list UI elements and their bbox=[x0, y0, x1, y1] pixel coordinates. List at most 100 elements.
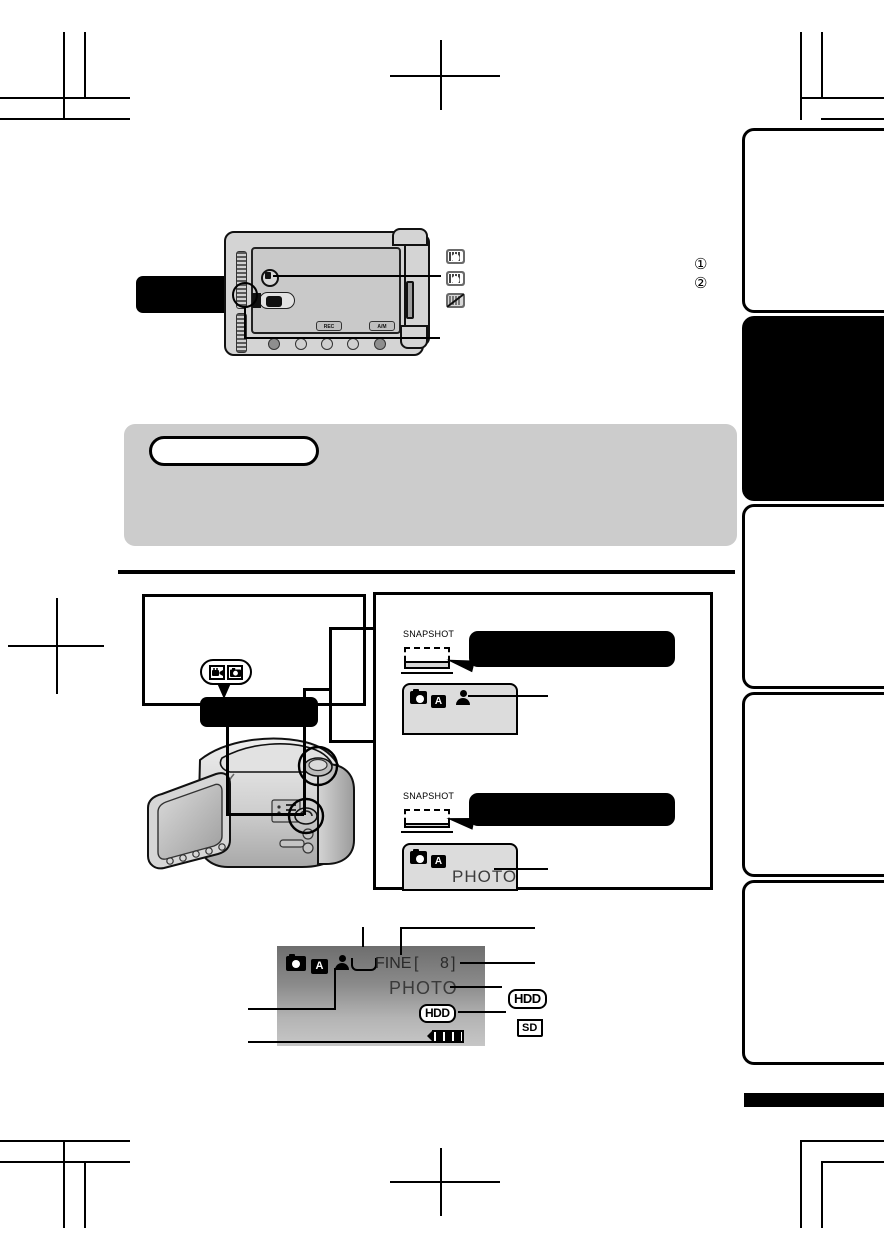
crop-mark-tr-v2 bbox=[821, 32, 823, 98]
highlight-circle-hinge bbox=[232, 282, 258, 308]
camcorder-illustration bbox=[130, 712, 380, 892]
osd-figure: A FINE [ 8 ] PHOTO HDD bbox=[0, 900, 740, 1100]
sidebar-item-tab-1[interactable] bbox=[742, 128, 884, 313]
screen-mock-2-photo-text: PHOTO bbox=[452, 867, 518, 886]
legend-sd: SD bbox=[517, 1018, 544, 1037]
leader-mode-up bbox=[303, 690, 306, 814]
crop-mark-br-v2 bbox=[821, 1163, 823, 1228]
crop-mark-tr-h1 bbox=[800, 97, 884, 99]
snapshot-label-1: SNAPSHOT bbox=[403, 629, 455, 639]
osd-blank-slot-brace bbox=[351, 958, 377, 971]
photo-mode-icon bbox=[410, 849, 427, 869]
crop-mark-bl-v1 bbox=[63, 1140, 65, 1228]
leader-line-lower-vertical bbox=[244, 306, 246, 339]
lcd-button-auto-manual[interactable]: A/M bbox=[369, 321, 395, 331]
crop-mark-tl-h1 bbox=[0, 97, 130, 99]
crop-mark-bottom-v bbox=[440, 1148, 442, 1216]
camcorder-button-3[interactable] bbox=[321, 338, 333, 350]
osd-leader-face-h bbox=[248, 1008, 336, 1010]
crop-mark-br-h2 bbox=[821, 1161, 884, 1163]
on-screen-round-button-glyph bbox=[265, 272, 271, 279]
crop-mark-tr-v1 bbox=[800, 32, 802, 120]
video-mode-icon[interactable] bbox=[209, 664, 225, 680]
speaker-grill bbox=[236, 251, 247, 309]
crop-mark-tr-h2 bbox=[821, 118, 884, 120]
stabilizer-icons-svg bbox=[446, 249, 465, 308]
leader-right-box-v1 bbox=[329, 628, 332, 690]
lcd-button-rec[interactable]: REC bbox=[316, 321, 342, 331]
osd-bracket-close: ] bbox=[451, 955, 456, 972]
photo-mode-glyph bbox=[229, 667, 241, 677]
camcorder-hinge-detail bbox=[406, 281, 414, 319]
snapshot-button-base-2 bbox=[401, 831, 453, 833]
face-detect-icon bbox=[456, 690, 470, 709]
osd-media-badge: HDD bbox=[419, 1004, 456, 1023]
leader-line-lower bbox=[244, 337, 440, 339]
speaker-grill-lower bbox=[236, 313, 247, 353]
video-mode-glyph bbox=[211, 667, 223, 676]
snapshot-button-dashed-1 bbox=[404, 647, 450, 661]
screen-mock-2: A PHOTO bbox=[402, 843, 518, 891]
leader-mode-join bbox=[303, 688, 331, 691]
crop-mark-tl-v1 bbox=[63, 32, 65, 120]
camcorder-top-edge bbox=[392, 228, 428, 246]
leader-right-box-h2 bbox=[329, 740, 374, 743]
mode-switch-figure-box bbox=[142, 594, 366, 727]
osd-leader-photo bbox=[450, 986, 502, 988]
leader-line-upper bbox=[273, 275, 441, 277]
snapshot-button-1[interactable] bbox=[404, 661, 450, 669]
osd-leader-top-2v bbox=[400, 927, 402, 955]
camcorder-button-2[interactable] bbox=[295, 338, 307, 350]
leader-mode-switch-h bbox=[226, 813, 304, 816]
mode-switch-callout-tail bbox=[217, 683, 231, 699]
photo-mode-icon[interactable] bbox=[227, 664, 243, 680]
step-marker-2: ② bbox=[694, 275, 708, 292]
snapshot-button-dashed-2 bbox=[404, 809, 450, 823]
photo-mode-icon bbox=[410, 689, 427, 709]
legend-sd-text: SD bbox=[517, 1019, 544, 1037]
crop-mark-br-h1 bbox=[800, 1140, 884, 1142]
crop-mark-tl-v2 bbox=[84, 32, 86, 98]
legend-hdd-text: HDD bbox=[508, 989, 547, 1009]
sidebar-item-tab-3[interactable] bbox=[742, 504, 884, 689]
snapshot-button-2[interactable] bbox=[404, 823, 450, 828]
crop-mark-bl-h2 bbox=[0, 1161, 130, 1163]
camcorder-illustration-svg bbox=[147, 737, 355, 870]
osd-leader-top-1 bbox=[362, 927, 364, 947]
auto-mode-icon: A bbox=[431, 851, 446, 869]
osd-leader-hdd bbox=[458, 1011, 506, 1013]
step-marker-1: ① bbox=[694, 256, 708, 273]
osd-leader-battery bbox=[248, 1041, 438, 1043]
screen-examples-box: SNAPSHOT A SNAPSHOT A PHOTO bbox=[373, 592, 713, 891]
osd-mode-label: PHOTO bbox=[389, 978, 458, 998]
snapshot-button-base-1 bbox=[401, 672, 453, 674]
auto-mode-icon: A bbox=[311, 956, 328, 974]
camcorder-button-5[interactable] bbox=[374, 338, 386, 350]
stabilizer-icon-group bbox=[444, 248, 468, 321]
snapshot-callout-2 bbox=[469, 793, 675, 826]
osd-quality: FINE bbox=[375, 955, 412, 972]
screen-mock-1-leader bbox=[468, 695, 548, 697]
screen-mock-2-leader bbox=[494, 868, 548, 870]
osd-panel: A FINE [ 8 ] PHOTO HDD bbox=[277, 946, 485, 1046]
osd-leader-top-2h bbox=[400, 927, 535, 929]
osd-leader-face-v bbox=[334, 968, 336, 1010]
osd-remaining-count: 8 bbox=[440, 955, 449, 972]
section-divider bbox=[118, 570, 735, 574]
screen-mock-1: A bbox=[402, 683, 518, 735]
crop-mark-top-v bbox=[440, 40, 442, 110]
snapshot-callout-1 bbox=[469, 631, 675, 667]
camcorder-button-4[interactable] bbox=[347, 338, 359, 350]
crop-mark-top-h bbox=[390, 75, 500, 77]
auto-mode-icon: A bbox=[431, 691, 446, 709]
note-panel bbox=[124, 424, 737, 546]
photo-mode-icon bbox=[286, 954, 306, 976]
crop-mark-ml-v bbox=[56, 598, 58, 694]
camcorder-button-1[interactable] bbox=[268, 338, 280, 350]
sidebar-item-tab-4[interactable] bbox=[742, 692, 884, 877]
sidebar-item-tab-2[interactable] bbox=[742, 316, 884, 501]
mode-switch-control[interactable] bbox=[200, 659, 252, 685]
leader-right-box-v2 bbox=[329, 688, 332, 742]
crop-mark-tl-h2 bbox=[0, 118, 130, 120]
sidebar-item-tab-5[interactable] bbox=[742, 880, 884, 1065]
